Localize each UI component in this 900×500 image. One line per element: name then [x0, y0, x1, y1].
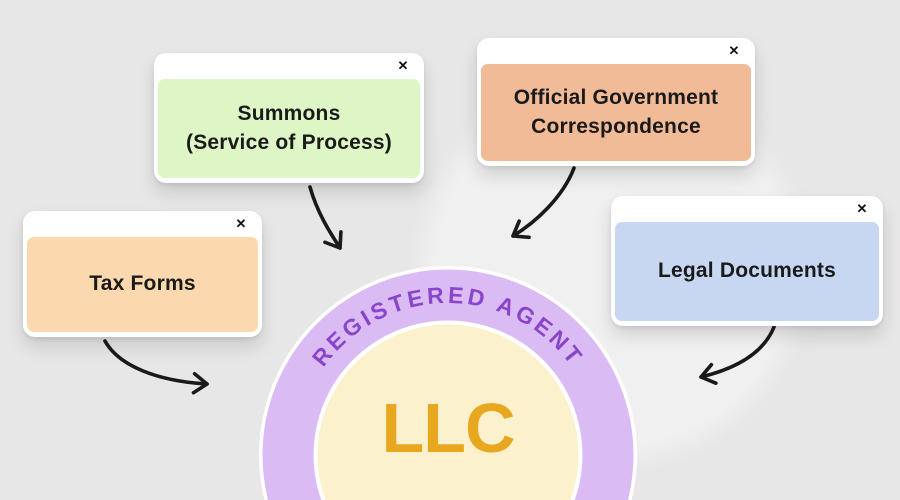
card-summons: ✕ Summons (Service of Process) — [154, 53, 424, 183]
close-icon[interactable]: ✕ — [397, 58, 409, 73]
card-tax-forms: ✕ Tax Forms — [23, 211, 262, 337]
card-body: Official Government Correspondence — [481, 64, 751, 161]
card-label-line: Tax Forms — [89, 272, 196, 296]
llc-label: LLC — [381, 389, 514, 467]
connector-arrows — [103, 166, 776, 395]
card-body: Tax Forms — [27, 237, 258, 332]
arrow-official-government — [511, 166, 576, 240]
arrow-tax-forms — [103, 339, 209, 395]
llc-core-circle — [317, 324, 579, 500]
registered-agent-seal: REGISTERED AGENT LLC — [259, 266, 637, 500]
card-legal-documents: ✕ Legal Documents — [611, 196, 883, 326]
card-body: Summons (Service of Process) — [158, 79, 420, 178]
close-icon[interactable]: ✕ — [856, 201, 868, 216]
card-label-line: Legal Documents — [657, 259, 837, 283]
arrow-summons — [308, 185, 343, 250]
card-label-line: Correspondence — [531, 114, 701, 138]
arrow-legal-documents — [699, 325, 776, 385]
close-icon[interactable]: ✕ — [235, 216, 247, 231]
card-label-line: (Service of Process) — [186, 130, 392, 154]
close-icon[interactable]: ✕ — [728, 43, 740, 58]
card-body: Legal Documents — [615, 222, 879, 321]
card-official-government-correspondence: ✕ Official Government Correspondence — [477, 38, 755, 166]
card-label-line: Summons — [237, 102, 341, 126]
card-label-line: Official Government — [513, 86, 719, 110]
